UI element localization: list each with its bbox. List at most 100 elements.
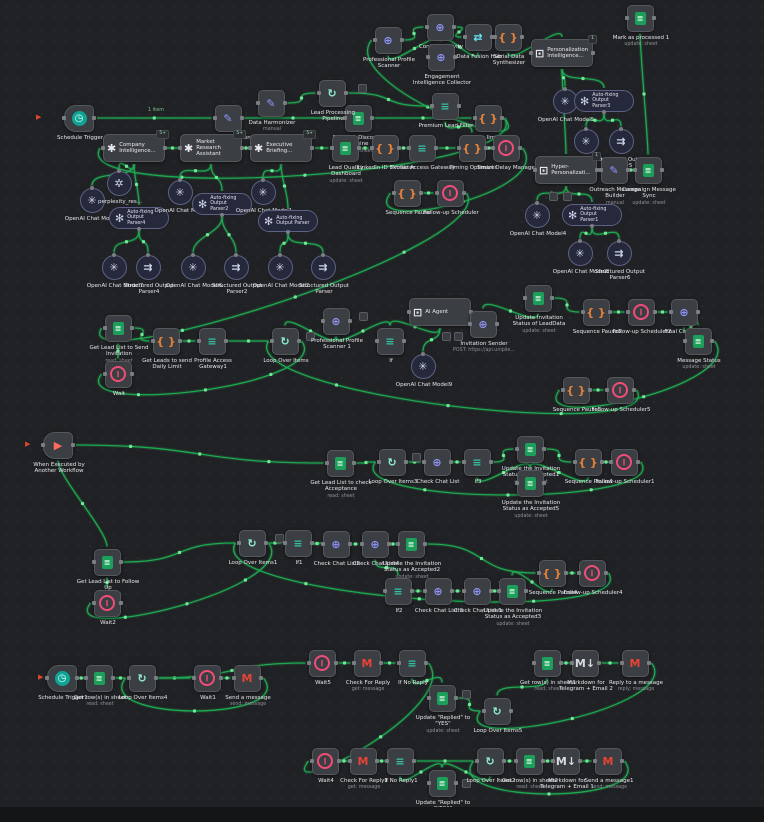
openai-chat-model1-node[interactable]: ✳OpenAI Chat Model1	[236, 177, 292, 214]
structured-parser6-node[interactable]: ⇉Structured Output Parser6	[595, 238, 645, 281]
structured-parser4-node[interactable]: ⇉Structured Output Parser4	[124, 252, 174, 295]
wait2-node[interactable]: ‖Wait2	[91, 589, 123, 626]
wait1-node[interactable]: ‖Wait1	[191, 664, 223, 701]
follow-up-scheduler5-node[interactable]: ‖Follow-up Scheduler5	[592, 376, 651, 413]
wait5-node[interactable]: ‖Wait5	[306, 649, 338, 686]
check-chat-list2-node[interactable]: ⊕Check Chat List2	[314, 530, 360, 567]
ai-agent-node[interactable]: ⊡AI Agent	[407, 298, 473, 326]
update-replied-yes1-node[interactable]: ≣Update "Replied" to "YES1"update: sheet	[416, 769, 470, 819]
update-invitation-accepted5-node[interactable]: ≣Update the Invitation Status as Accepte…	[502, 469, 560, 519]
if1-node[interactable]: ≡If1	[282, 529, 314, 566]
wait4-node[interactable]: ‖Wait4	[309, 747, 341, 784]
follow-up-scheduler4-node[interactable]: ‖Follow-up Scheduler4	[564, 559, 623, 596]
autofix-parser3-node[interactable]: ✻Auto-fixing Output Parser3	[574, 90, 634, 114]
schedule-trigger-node[interactable]: ◷Schedule Trigger	[57, 104, 103, 141]
smart-delay-manager-node[interactable]: ‖Smart Delay Manager	[477, 134, 537, 171]
openai-chat-model0-node[interactable]: ✳OpenAI Chat Model 0	[558, 126, 616, 163]
profile-access-gateway1-node[interactable]: ≡Profile Access Gateway1	[194, 327, 232, 370]
follow-up-scheduler1-node[interactable]: ‖Follow-up Scheduler1	[596, 448, 655, 485]
openai-chat-model4-node[interactable]: ✳OpenAI Chat Model4	[510, 200, 566, 237]
autofix-parser4-node[interactable]: ✻Auto-fixing Output Parser4	[109, 207, 169, 231]
sequence-pause5-node[interactable]: { }Sequence Pause5	[553, 376, 601, 413]
openai-chat-model-node[interactable]: ✳OpenAI Chat Model	[155, 177, 207, 214]
final-comment-node[interactable]: ⊕Final Comment	[664, 298, 706, 335]
openai-chat-model6-node[interactable]: ✳OpenAI Chat Model6	[166, 252, 222, 289]
professional-profile-scanner1-node[interactable]: ⊕Professional Profile Scanner 1	[311, 307, 363, 350]
update-invitation-accepted3-node[interactable]: ≣Update the Invitation Status as Accepte…	[484, 577, 542, 627]
update-replied-yes-node[interactable]: ≣Update "Replied" to "YES"update: sheet	[416, 684, 470, 734]
if3-node[interactable]: ≡If3	[461, 448, 493, 485]
autofix-parser2-node[interactable]: ✻Auto-fixing Output Parser2	[192, 193, 252, 217]
loop-over-items4-node[interactable]: ↻Loop Over Items4	[119, 664, 167, 701]
get-lead-list-follow-up-node[interactable]: ≣Get Lead List to Follow Upread: sheet	[77, 548, 139, 598]
timing-optimizer-node[interactable]: { }Timing Optimizer	[449, 134, 497, 171]
structured-parser5-node[interactable]: ⇉Structured Output Parser5	[597, 126, 647, 169]
loop-over-items5-node[interactable]: ↻Loop Over Items5	[474, 697, 522, 734]
check-chat-list4-node[interactable]: ⊕Check Chat List4	[353, 530, 399, 567]
executive-briefing-node[interactable]: ✱Executive Briefing...5+	[248, 130, 316, 162]
icp-command-center-node[interactable]: ✎ICP Command Centermanual	[199, 104, 259, 147]
check-chat-list1-node[interactable]: ⊕Check Chat List 1	[454, 577, 502, 614]
personalization-intelligence-node[interactable]: ⊡Personalization Intelligence...1	[529, 35, 597, 67]
perplexity-tool-node[interactable]: ✲perplexity_res...	[98, 168, 142, 205]
sequence-pause4-node[interactable]: { }Sequence Pause4	[529, 559, 577, 596]
schedule-trigger1-node[interactable]: ◷Schedule Trigger1	[38, 664, 88, 701]
loop-over-items1-node[interactable]: ↻Loop Over Items1	[229, 529, 277, 566]
profile-access-gateway-node[interactable]: ≡Profile Access Gateway	[391, 134, 455, 171]
follow-up-scheduler2-node[interactable]: ‖Follow-up Scheduler2	[613, 298, 672, 335]
professional-profile-scanner-node[interactable]: ⊕Professional Profile Scanner	[363, 26, 415, 69]
loop-over-items2-node[interactable]: ↻Loop Over Items2	[467, 747, 515, 784]
markdown-telegram-email1-node[interactable]: M↓Markdown for Telegram + Email 1	[540, 747, 594, 790]
if-no-reply-node[interactable]: ≡If No Reply	[396, 649, 428, 686]
check-chat-list-node[interactable]: ⊕Check Chat List	[417, 448, 459, 485]
premium-lead-filter-node[interactable]: ≡Premium Lead Filter	[419, 92, 473, 129]
if-node[interactable]: ≡If	[374, 327, 406, 364]
wait-node[interactable]: ‖Wait	[102, 360, 134, 397]
sequence-pause-node[interactable]: { }Sequence Pause	[385, 179, 431, 216]
linkedin-id-extractor-node[interactable]: { }LinkedIn ID Extractor	[357, 134, 415, 171]
autofix-parser-node[interactable]: ✻Auto-fixing Output Parser	[258, 210, 318, 234]
check-chat-list3-node[interactable]: ⊕Check Chat List 3	[415, 577, 463, 614]
get-lead-list-send-invitation-node[interactable]: ≣Get Lead List to Send Invitationread: s…	[90, 314, 149, 364]
update-invitation-accepted1-node[interactable]: ≣Update the Invitation Status as Accepte…	[502, 435, 560, 485]
follow-up-scheduler-node[interactable]: ‖Follow-up Scheduler	[423, 179, 479, 216]
company-intelligence-node[interactable]: ✱Company Intelligence...5+	[101, 130, 169, 162]
loop-over-items3-node[interactable]: ↻Loop Over Items3	[369, 448, 417, 485]
lead-processing-pipeline-node[interactable]: ↻Lead Processing Pipeline	[311, 79, 355, 122]
openai-chat-model9-node[interactable]: ✳OpenAI Chat Model9	[396, 351, 452, 388]
structured-parser-node[interactable]: ⇉Structured Output Parser	[299, 252, 349, 295]
sequence-pause3-node[interactable]: { }Sequence Pause3	[573, 298, 621, 335]
update-invitation-accepted2-node[interactable]: ≣Update the Invitation Status as Accepte…	[383, 530, 441, 580]
if2-node[interactable]: ≡If2	[382, 577, 414, 614]
serial-data-synthesizer-node[interactable]: { }Serial Data Synthesizer	[492, 23, 525, 66]
openai-chat-model8-node[interactable]: ✳OpenAI Chat Model8	[553, 238, 609, 275]
data-fusion-hub-node[interactable]: ⇄Data Fusion Hub	[456, 23, 502, 60]
get-leads-daily-limit-node[interactable]: { }Get Leads to send Daily Limit	[142, 327, 192, 370]
markdown-telegram-email2-node[interactable]: M↓Markdown for Telegram + Email 2	[559, 649, 613, 692]
autofix-parser1-node[interactable]: ✻Auto-fixing Output Parser1	[562, 204, 622, 228]
structured-parser2-node[interactable]: ⇉Structured Output Parser2	[212, 252, 262, 295]
loop-over-items-node[interactable]: ↻Loop Over Items	[263, 327, 309, 364]
content-activity-tracker-node[interactable]: ⊕Content Activity Tracker1	[419, 13, 463, 56]
if-no-reply1-node[interactable]: ≡If No Reply1	[384, 747, 418, 784]
when-executed-node[interactable]: ▶When Executed by Another Workflow	[33, 431, 85, 474]
